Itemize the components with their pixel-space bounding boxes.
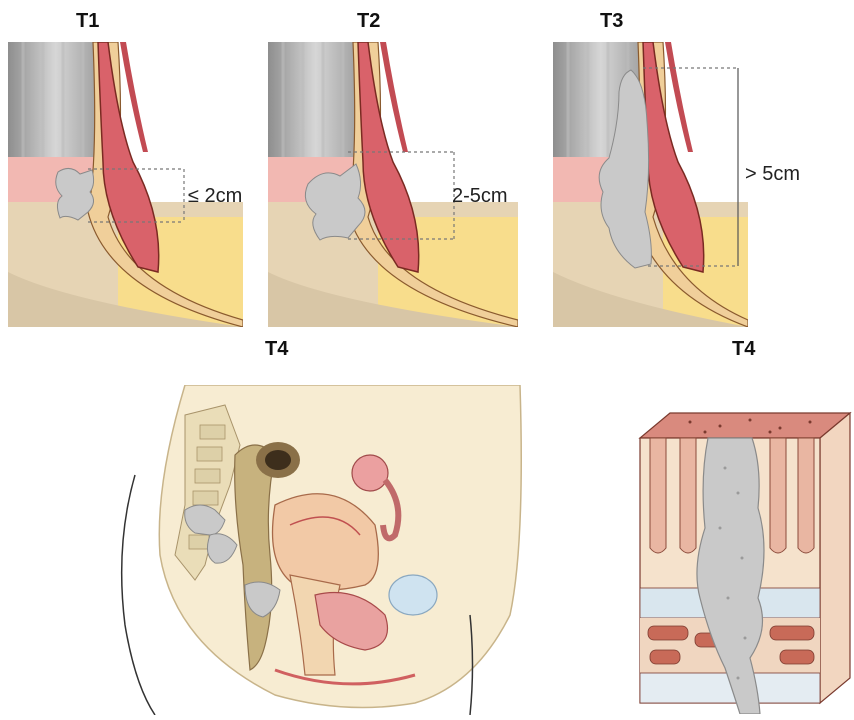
t3-title: T3 xyxy=(600,10,623,33)
t4-pelvis-illustration xyxy=(115,385,530,715)
t3-anatomy-illustration xyxy=(553,42,748,327)
t4-pelvis-panel xyxy=(115,385,530,715)
t4-block-title: T4 xyxy=(732,338,755,361)
t4-tissue-block-illustration xyxy=(630,398,852,714)
t1-size-label: ≤ 2cm xyxy=(188,185,242,208)
t1-title: T1 xyxy=(76,10,99,33)
t2-title: T2 xyxy=(357,10,380,33)
t4-tissue-block-panel xyxy=(630,398,852,714)
t4-pelvis-title: T4 xyxy=(265,338,288,361)
t3-size-label: > 5cm xyxy=(745,163,800,186)
t2-size-label: 2-5cm xyxy=(452,185,508,208)
t3-anatomy-panel xyxy=(553,42,748,327)
